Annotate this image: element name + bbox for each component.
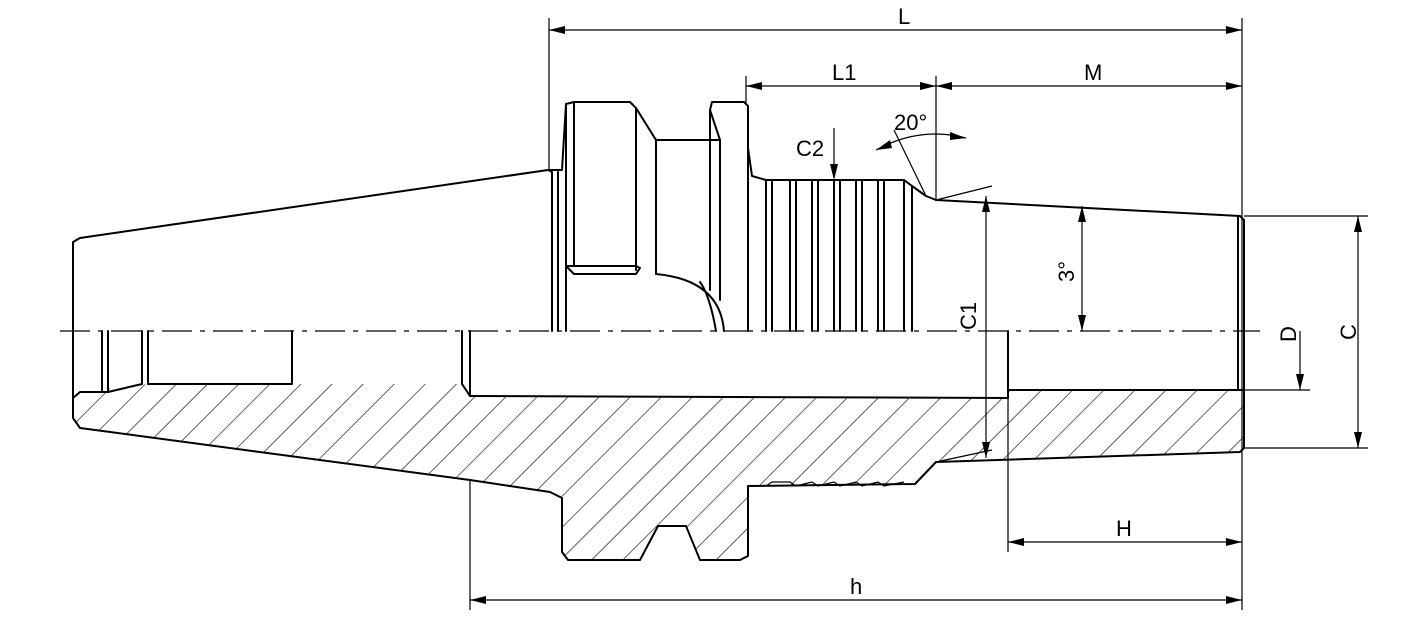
dimension-D: D: [1244, 326, 1310, 391]
label-M: M: [1084, 60, 1102, 85]
dimension-M: M: [936, 60, 1242, 90]
label-L1: L1: [832, 60, 856, 85]
dimension-angle-3: 3°: [1054, 206, 1086, 331]
dimension-angle-20: 20°: [875, 110, 993, 201]
upper-outline: [72, 101, 1245, 332]
section-hatching: [73, 384, 1244, 560]
dimension-C2: C2: [796, 128, 838, 180]
label-D: D: [1276, 326, 1301, 342]
label-angle-3: 3°: [1054, 261, 1079, 282]
dimension-h: h: [469, 480, 1242, 610]
dimension-L: L: [548, 4, 1243, 610]
dimension-C: C: [1244, 215, 1368, 449]
dimension-L1: L1: [745, 60, 937, 200]
dimension-H: H: [1007, 398, 1242, 552]
label-h: h: [850, 574, 862, 599]
label-H: H: [1116, 516, 1132, 541]
label-C1: C1: [956, 302, 981, 330]
label-L: L: [898, 4, 910, 29]
label-C: C: [1336, 324, 1361, 340]
lower-outline: [72, 330, 1245, 561]
label-C2: C2: [796, 136, 824, 161]
label-angle-20: 20°: [894, 110, 927, 135]
dimension-C1: C1: [935, 196, 993, 463]
